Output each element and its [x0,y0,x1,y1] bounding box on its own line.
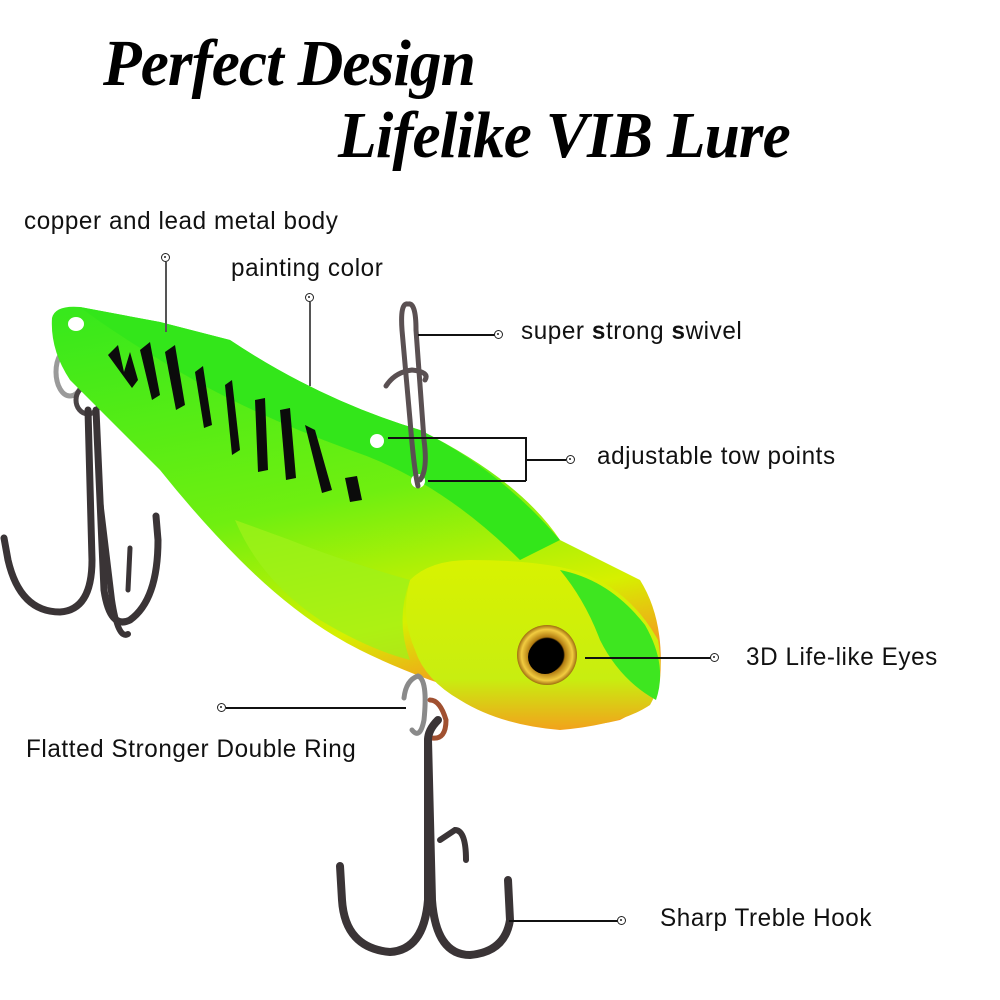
callout-marker-icon [710,653,719,662]
callout-marker-icon [217,703,226,712]
callout-label-tow-points: adjustable tow points [597,442,836,470]
callout-bracket-bottom [428,480,526,482]
callout-marker-icon [161,253,170,262]
callout-label-swivel: super strong swivel [521,317,743,345]
callout-marker-icon [617,916,626,925]
callout-marker-icon [566,455,575,464]
callout-leader-line [165,262,167,332]
callout-label-double-ring: Flatted Stronger Double Ring [26,735,357,763]
callout-leader-line [526,459,566,461]
callout-leader-line [585,657,711,659]
callout-label-eyes: 3D Life-like Eyes [746,643,938,671]
lure-body [51,306,661,730]
callout-label-painting-color: painting color [231,254,384,282]
callout-bracket-top [388,437,526,439]
callout-leader-line [509,920,619,922]
title-line-1: Perfect Design [103,27,476,100]
callout-marker-icon [305,293,314,302]
swivel-icon [383,301,429,489]
callout-leader-line [309,302,311,386]
callout-label-metal-body: copper and lead metal body [24,207,339,235]
callout-leader-line [226,707,406,709]
front-treble-hook-icon [336,673,515,960]
callout-label-treble-hook: Sharp Treble Hook [660,904,873,932]
callout-bracket-side [525,437,527,481]
title-line-2: Lifelike VIB Lure [338,99,791,172]
callout-marker-icon [494,330,503,339]
callout-leader-line [418,334,496,336]
